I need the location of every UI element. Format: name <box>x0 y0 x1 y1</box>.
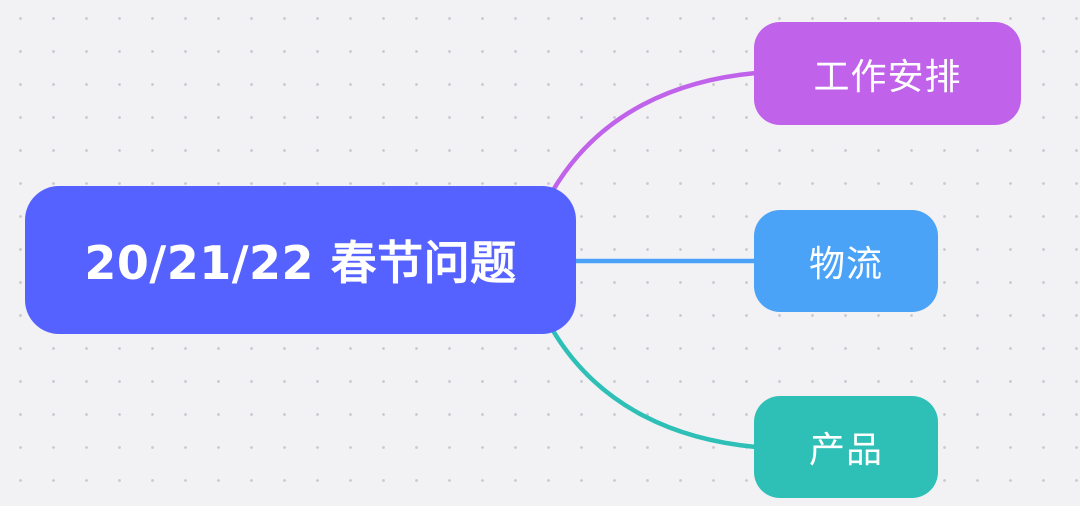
connector-product <box>549 326 759 450</box>
root-topic-node[interactable]: 20/21/22 春节问题 <box>25 186 576 334</box>
branch-node-product[interactable]: 产品 <box>754 396 938 498</box>
branch-label-product: 产品 <box>808 430 883 471</box>
branch-node-logistics[interactable]: 物流 <box>754 210 938 312</box>
branch-node-work-arrangement[interactable]: 工作安排 <box>754 22 1021 125</box>
branch-label-work-arrangement: 工作安排 <box>813 56 962 98</box>
connector-work-arrangement <box>549 70 759 195</box>
branch-label-logistics: 物流 <box>808 244 883 285</box>
root-topic-label: 20/21/22 春节问题 <box>84 236 517 290</box>
